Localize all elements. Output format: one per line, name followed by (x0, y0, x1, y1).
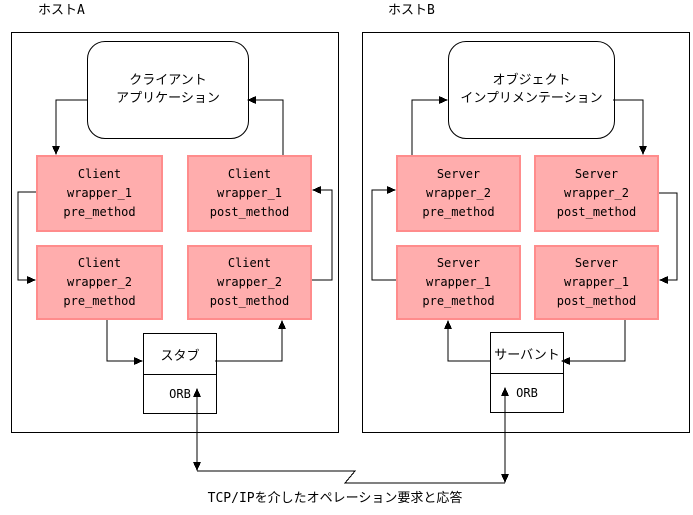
server-wrapper1-pre-box: Server wrapper_1 pre_method (396, 245, 521, 320)
stub-cell: スタブ (144, 334, 216, 375)
wrapper-line: wrapper_2 (425, 186, 492, 200)
client-wrapper2-post-box: Client wrapper_2 post_method (187, 245, 312, 320)
host-b-label: ホストB (388, 3, 435, 18)
wrapper-line: post_method (556, 294, 637, 308)
wrapper-line: pre_method (422, 294, 495, 308)
wrapper-line: pre_method (63, 205, 136, 219)
client-application-box: クライアント アプリケーション (87, 41, 249, 139)
wrapper-line: Server (436, 167, 481, 181)
client-application-line1: クライアント (129, 73, 207, 88)
wrapper-line: wrapper_1 (66, 186, 133, 200)
host-a-frame (11, 32, 339, 433)
wrapper-line: wrapper_1 (216, 186, 283, 200)
wrapper-line: wrapper_1 (563, 275, 630, 289)
wrapper-line: wrapper_2 (563, 186, 630, 200)
server-wrapper1-post-box: Server wrapper_1 post_method (534, 245, 659, 320)
client-application-line2: アプリケーション (116, 91, 220, 106)
object-implementation-box: オブジェクト インプリメンテーション (448, 41, 615, 139)
arrowhead (501, 474, 509, 483)
orb-cell-host-b: ORB (516, 386, 538, 400)
servant-orb-box: サーバント ORB (490, 332, 564, 413)
arrowhead (193, 462, 201, 471)
host-a-label: ホストA (38, 3, 85, 18)
server-wrapper2-pre-box: Server wrapper_2 pre_method (396, 155, 521, 232)
wrapper-line: Client (77, 167, 122, 181)
wrapper-line: Server (436, 256, 481, 270)
servant-cell: サーバント (491, 333, 563, 374)
object-implementation-line2: インプリメンテーション (460, 91, 603, 106)
wrapper-line: pre_method (63, 294, 136, 308)
wrapper-line: Server (574, 256, 619, 270)
wrapper-line: Server (574, 167, 619, 181)
wrapper-line: wrapper_2 (216, 275, 283, 289)
wrapper-line: Client (227, 167, 272, 181)
client-wrapper2-pre-box: Client wrapper_2 pre_method (36, 245, 163, 320)
wrapper-line: post_method (209, 205, 290, 219)
wrapper-line: Client (77, 256, 122, 270)
wrapper-line: wrapper_2 (66, 275, 133, 289)
orb-cell-host-a: ORB (169, 387, 191, 401)
stub-orb-box: スタブ ORB (143, 333, 217, 414)
host-b-frame (362, 32, 690, 433)
client-wrapper1-pre-box: Client wrapper_1 pre_method (36, 155, 163, 232)
wrapper-line: pre_method (422, 205, 495, 219)
tcp-zigzag-line (197, 470, 505, 484)
tcp-ip-caption: TCP/IPを介したオペレーション要求と応答 (207, 491, 463, 506)
wrapper-line: wrapper_1 (425, 275, 492, 289)
wrapper-line: post_method (556, 205, 637, 219)
wrapper-line: Client (227, 256, 272, 270)
wrapper-line: post_method (209, 294, 290, 308)
server-wrapper2-post-box: Server wrapper_2 post_method (534, 155, 659, 232)
object-implementation-line1: オブジェクト (492, 73, 571, 88)
client-wrapper1-post-box: Client wrapper_1 post_method (187, 155, 312, 232)
